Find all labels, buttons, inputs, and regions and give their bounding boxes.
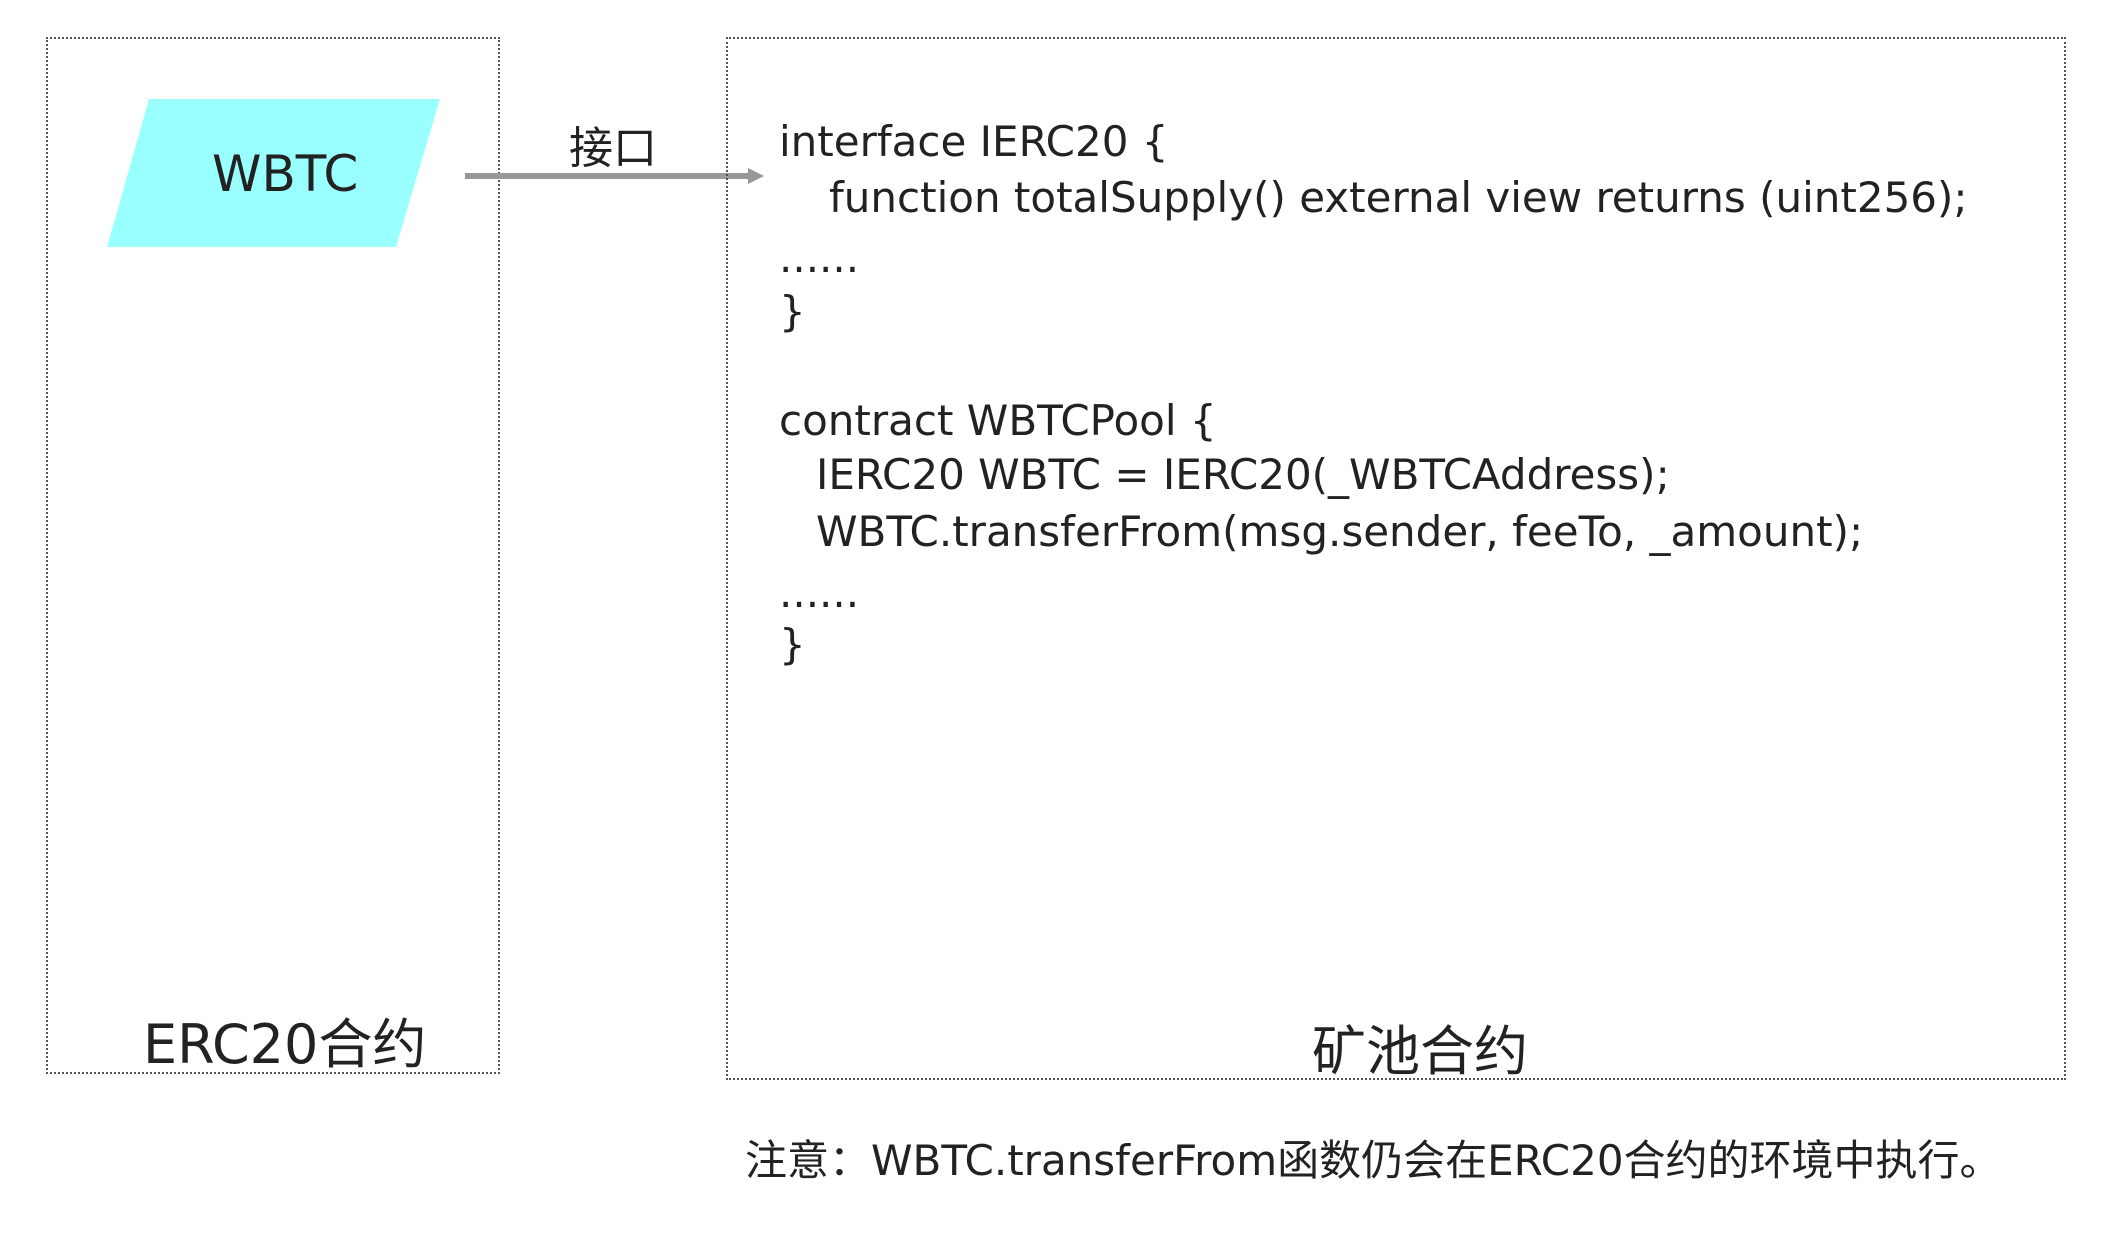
code-line: ...... [779,568,860,617]
pool-contract-box [726,37,2066,1080]
wbtc-parallelogram [107,99,440,247]
code-line: } [779,287,806,336]
erc20-contract-box [46,37,500,1074]
code-line: contract WBTCPool { [779,396,1217,445]
interface-arrow-head [748,168,764,184]
code-line: IERC20 WBTC = IERC20(_WBTCAddress); [816,450,1670,499]
code-line: WBTC.transferFrom(msg.sender, feeTo, _am… [816,507,1864,556]
interface-arrow-label: 接口 [569,123,657,174]
code-line: interface IERC20 { [779,117,1169,166]
pool-contract-label: 矿池合约 [1312,1020,1528,1083]
code-line: } [779,620,806,669]
code-line: ...... [779,233,860,282]
erc20-contract-label: ERC20合约 [143,1013,427,1076]
footnote: 注意：WBTC.transferFrom函数仍会在ERC20合约的环境中执行。 [745,1136,2002,1185]
code-line: function totalSupply() external view ret… [829,173,1968,222]
wbtc-label: WBTC [212,145,359,203]
